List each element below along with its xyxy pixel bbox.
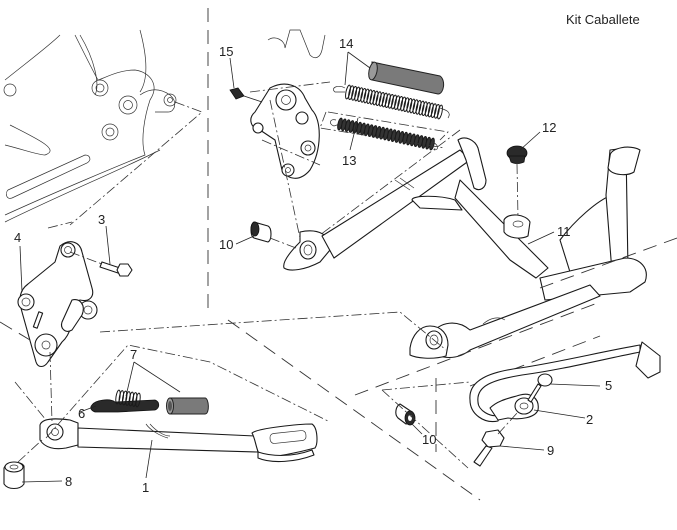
spring-coil — [369, 89, 376, 105]
callout-15: 15 — [219, 44, 233, 59]
spring-coil — [351, 85, 358, 101]
callout-4: 4 — [14, 230, 21, 245]
spring-coil — [372, 90, 379, 106]
bushing-lower — [395, 403, 416, 426]
spring-coil — [381, 92, 388, 108]
spring-coil — [366, 89, 373, 105]
outer-spring — [333, 84, 450, 120]
spring-coil — [118, 390, 125, 405]
spring-coil — [412, 99, 419, 115]
spring-coil — [125, 391, 131, 406]
center-stand-mount — [250, 29, 326, 179]
spring-coil — [421, 101, 428, 117]
spring-coil — [397, 95, 404, 111]
spring-coil — [433, 103, 440, 119]
side-stand — [39, 418, 318, 463]
spring-coil — [135, 392, 141, 408]
spring-coil — [121, 390, 128, 406]
sensor-screw — [527, 373, 553, 403]
callout-13: 13 — [342, 153, 356, 168]
engine-case — [3, 29, 203, 226]
callout-7: 7 — [130, 347, 137, 362]
bracket-bolt — [69, 251, 133, 277]
assembly-line — [45, 344, 331, 439]
callout-3: 3 — [98, 212, 105, 227]
outer-spring-sleeve — [368, 61, 445, 95]
center-stand — [283, 137, 647, 359]
callout-9: 9 — [547, 443, 554, 458]
callout-10-upper: 10 — [219, 237, 233, 252]
callout-12: 12 — [542, 120, 556, 135]
spring-coil — [394, 95, 401, 111]
spring-coil — [400, 96, 407, 112]
spring-coil — [406, 97, 413, 113]
callout-10-lower: 10 — [422, 432, 436, 447]
spring-coil — [437, 104, 443, 120]
spring-cover-sleeve — [166, 397, 209, 415]
bushing-upper — [250, 221, 297, 249]
rubber-stop — [506, 145, 528, 219]
sensor-pivot-bolt — [473, 411, 519, 467]
callout-8: 8 — [65, 474, 72, 489]
spring-coil — [128, 391, 135, 407]
side-stand-bracket — [17, 241, 98, 368]
spring-coil — [354, 86, 361, 102]
spring-coil — [403, 97, 410, 113]
side-stand-nut — [3, 439, 43, 490]
spring-coil — [363, 88, 370, 104]
side-stand-spring — [90, 389, 160, 413]
callout-1: 1 — [142, 480, 149, 495]
spring-coil — [115, 389, 121, 405]
spring-coil — [360, 87, 367, 103]
spring-coil — [378, 91, 385, 107]
inner-spring — [330, 117, 438, 151]
side-stand-sensor — [469, 341, 661, 423]
spring-coil — [427, 102, 434, 118]
spring-coil — [424, 101, 431, 117]
spring-coil — [430, 103, 437, 119]
callout-5: 5 — [605, 378, 612, 393]
callout-6: 6 — [78, 406, 85, 421]
spring-coil — [418, 100, 425, 116]
callout-11: 11 — [557, 224, 571, 239]
spring-coil — [409, 98, 416, 114]
spring-coil — [391, 94, 397, 110]
callout-14: 14 — [339, 36, 353, 51]
leader-lines — [19, 51, 601, 483]
spring-coil — [384, 93, 391, 109]
spring-coil — [387, 93, 394, 109]
spring-coil — [348, 85, 355, 101]
spring-coil — [345, 84, 351, 100]
diagram-title: Kit Caballete — [566, 12, 640, 27]
spring-coil — [415, 99, 422, 115]
spring-coil — [357, 87, 364, 103]
callout-2: 2 — [586, 412, 593, 427]
spring-coil — [429, 137, 435, 151]
grease-nipple — [229, 87, 263, 103]
spring-coil — [131, 392, 138, 407]
spring-coil — [375, 91, 382, 107]
